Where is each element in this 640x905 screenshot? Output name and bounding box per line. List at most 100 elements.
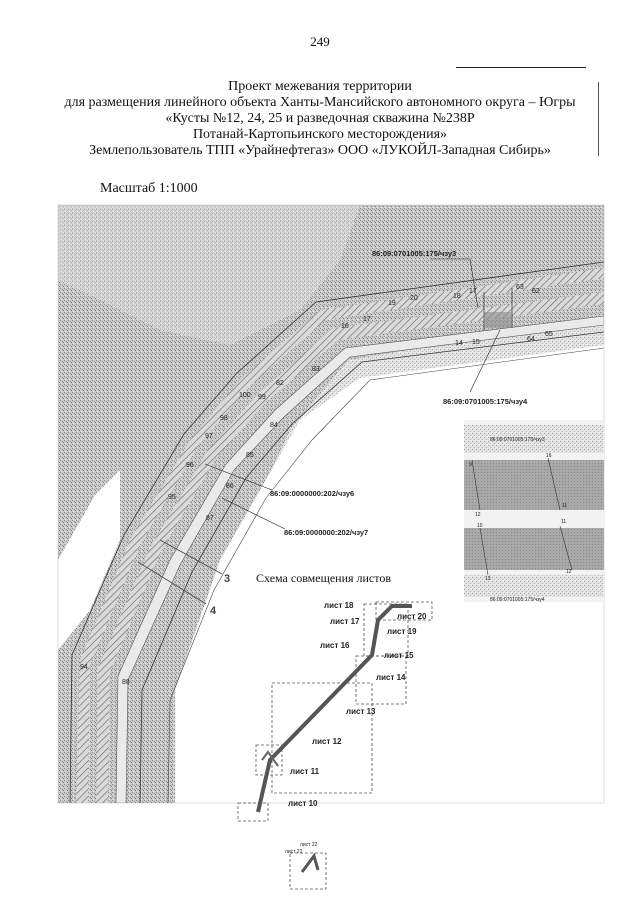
- inset-node-9: 9: [469, 462, 472, 468]
- inset-detail: 86:09:0701005:175/чзу3 86:09:0701005:175…: [464, 420, 604, 603]
- parcel-label-chzu6: 86:09:0000000:202/чзу6: [270, 489, 354, 498]
- scale-label: Масштаб 1:1000: [100, 181, 198, 196]
- line-label-3: 3: [224, 573, 230, 585]
- sheet-21-label: лист 21: [285, 849, 303, 855]
- inset-node-13: 13: [485, 576, 491, 582]
- point-65: 65: [545, 331, 553, 338]
- leader-chzu7: [221, 497, 286, 530]
- inset-node-12a: 12: [475, 512, 481, 518]
- leader-chzu3: [469, 258, 479, 309]
- route-fragment: [300, 852, 320, 873]
- point-87: 87: [206, 515, 214, 522]
- route-line: [256, 604, 412, 813]
- sheet-19-label: лист 19: [387, 627, 417, 636]
- header-line-3: «Кусты №12, 24, 25 и разведочная скважин…: [165, 111, 475, 126]
- header-line-2: для размещения линейного объекта Ханты-М…: [64, 95, 576, 110]
- sheet-frame-21-22: [289, 852, 327, 890]
- blank-pocket: [58, 470, 120, 650]
- point-100: 100: [239, 392, 251, 399]
- leader-chzu6: [204, 463, 273, 491]
- boundary-line-c: [167, 347, 604, 803]
- line-label-4: 4: [210, 605, 217, 617]
- sheet-16-label: лист 16: [320, 641, 350, 650]
- inset-edge-4: [559, 525, 573, 571]
- parcel-label-chzu3: 86:09:0701005:175/чзу3: [372, 249, 456, 258]
- inset-block-upper: [464, 460, 604, 510]
- point-94: 94: [80, 664, 88, 671]
- inset-node-11b: 11: [561, 519, 566, 525]
- point-99: 99: [258, 394, 266, 401]
- sheet-22-label: лист 22: [300, 842, 318, 848]
- sheet-10-label: лист 10: [288, 799, 318, 808]
- sheet-frame-11: [255, 744, 283, 776]
- point-98: 98: [220, 415, 228, 422]
- document-header: Проект межевания территории для размещен…: [40, 79, 600, 159]
- inset-edge-2: [547, 457, 561, 511]
- point-97: 97: [205, 433, 213, 440]
- sheet-13-label: лист 13: [346, 707, 376, 716]
- sheet-15-label: лист 15: [384, 651, 414, 660]
- point-63: 63: [516, 284, 524, 291]
- sheet-18-label: лист 18: [324, 601, 354, 610]
- sheet-layout-scheme: Схема совмещения листов лист 18 лист 20 …: [237, 571, 433, 890]
- point-83: 83: [312, 366, 320, 373]
- point-85: 85: [246, 452, 254, 459]
- leader-line-4: [137, 561, 207, 605]
- inset-top-label: 86:09:0701005:175/чзу3: [490, 437, 545, 443]
- header-line-5: Землепользователь ТПП «Урайнефтегаз» ООО…: [89, 143, 551, 158]
- inset-node-16: 16: [546, 453, 552, 459]
- point-64: 64: [527, 336, 535, 343]
- sheet-frame-18-20: [375, 601, 433, 621]
- point-labels: 14 15 16 17 17 18 19 20 62 63 64 65 82 8…: [80, 284, 553, 686]
- inset-node-11a: 11: [562, 503, 567, 509]
- sheet-12-label: лист 12: [312, 737, 342, 746]
- corridor-strip-3: [115, 315, 604, 803]
- page-number: 249: [310, 34, 330, 49]
- inset-node-12b: 12: [566, 569, 572, 575]
- point-17a: 17: [363, 316, 371, 323]
- boundary-line-a: [69, 261, 604, 803]
- terrain-upper-region: [58, 205, 360, 345]
- point-17b: 17: [469, 288, 477, 295]
- boundary-line-b: [139, 331, 604, 803]
- inset-edge-3: [479, 527, 489, 576]
- inset-edge-1: [471, 459, 481, 511]
- inset-top-strip: [464, 425, 604, 453]
- sheet-frame-16-19: [363, 603, 409, 657]
- point-95: 95: [168, 494, 176, 501]
- point-86: 86: [226, 483, 234, 490]
- inset-bottom-strip: [464, 575, 604, 597]
- point-88: 88: [122, 679, 130, 686]
- point-82: 82: [276, 380, 284, 387]
- inset-bottom-label: 86:09:0701005:175/чзу4: [490, 597, 545, 603]
- point-18: 18: [453, 293, 461, 300]
- parcel-chzu3-block: [484, 312, 512, 328]
- inset-block-lower: [464, 528, 604, 570]
- route-branch: [261, 750, 279, 767]
- sheet-14-label: лист 14: [376, 673, 406, 682]
- point-14: 14: [455, 340, 463, 347]
- sheet-17-label: лист 17: [330, 617, 360, 626]
- point-20: 20: [410, 295, 418, 302]
- header-line-1: Проект межевания территории: [228, 79, 412, 94]
- map-area: [58, 205, 604, 803]
- point-62: 62: [532, 288, 540, 295]
- leader-line-3: [159, 539, 223, 575]
- sheet-11-label: лист 11: [290, 767, 320, 776]
- leader-chzu4: [469, 329, 501, 393]
- sheet-20-label: лист 20: [397, 612, 427, 621]
- header-line-4: Потанай-Картопьинского месторождения»: [192, 127, 448, 142]
- point-96: 96: [186, 462, 194, 469]
- sheet-frame-10: [237, 802, 269, 822]
- scheme-title: Схема совмещения листов: [256, 571, 391, 585]
- point-84: 84: [270, 422, 278, 429]
- top-rule: [456, 67, 586, 68]
- parcel-label-chzu7: 86:09:0000000:202/чзу7: [284, 528, 368, 537]
- point-19: 19: [388, 300, 396, 307]
- margin-rule: [598, 82, 599, 156]
- sheet-frame-12-13: [271, 682, 373, 794]
- parcel-label-chzu4: 86:09:0701005:175/чзу4: [443, 397, 528, 406]
- inset-node-10: 10: [477, 523, 483, 529]
- point-15: 15: [472, 339, 480, 346]
